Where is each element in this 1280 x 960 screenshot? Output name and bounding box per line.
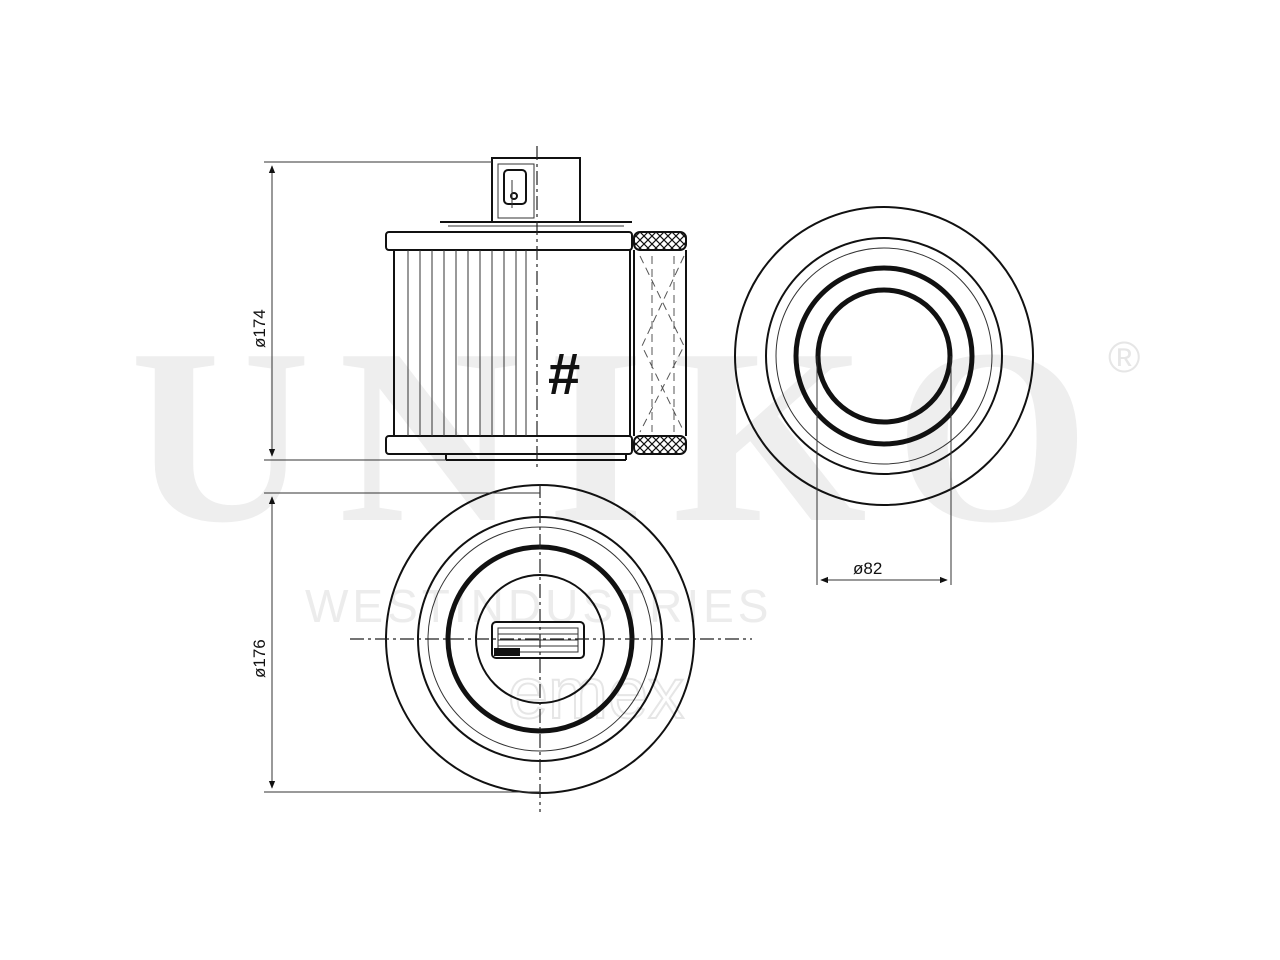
outer-diameter-dimension: ø176 <box>250 492 540 793</box>
inner-diameter-label: ø82 <box>853 559 882 578</box>
filter-pleats <box>407 250 527 436</box>
watermark-registered-mark: ® <box>1108 333 1140 382</box>
bottom-view <box>734 206 1034 506</box>
inner-diameter-dimension: ø82 <box>816 356 952 585</box>
top-view <box>350 484 752 812</box>
watermark-overlay-logo: emex <box>508 654 684 734</box>
side-view-body <box>385 231 633 461</box>
hash-symbol: # <box>548 342 580 407</box>
watermark-tagline: WESTINDUSTRIES <box>305 580 772 632</box>
top-view-nozzle-slot <box>491 621 585 659</box>
height-dimension-label: ø174 <box>250 309 269 348</box>
watermark: UNIKO ® WESTINDUSTRIES emex <box>130 298 1140 735</box>
side-view: # <box>385 146 687 470</box>
side-view-end-cap <box>633 231 687 455</box>
side-view-nozzle <box>440 157 632 227</box>
outer-diameter-label: ø176 <box>250 639 269 678</box>
height-dimension: ø174 <box>250 161 492 461</box>
